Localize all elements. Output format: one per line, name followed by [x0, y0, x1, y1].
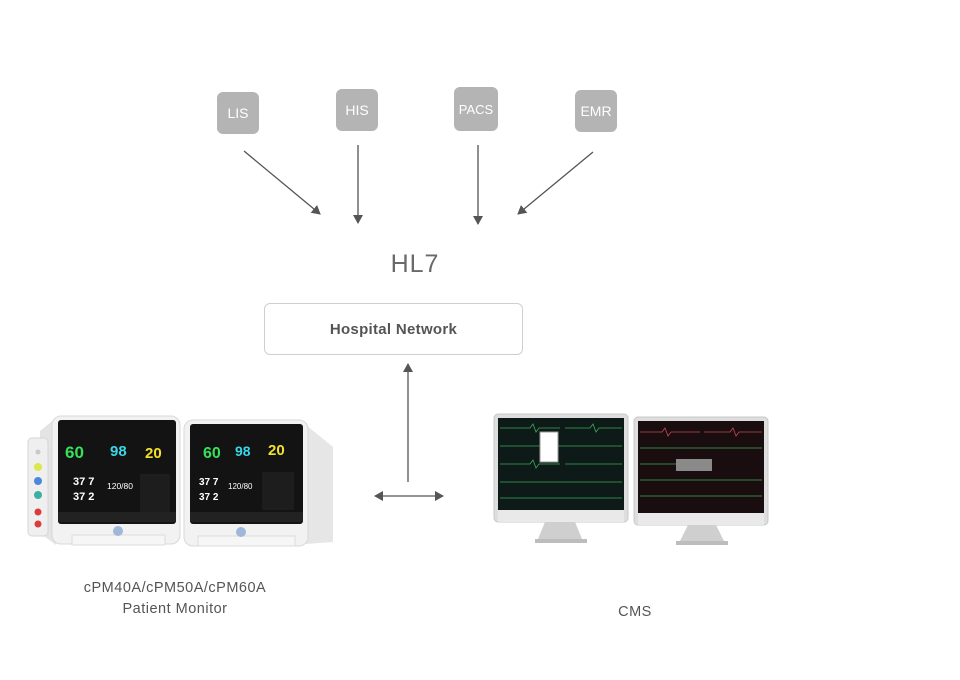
emr-box: EMR: [575, 90, 617, 132]
monitor-models-label: cPM40A/cPM50A/cPM60A: [83, 580, 267, 596]
monitor2-temp1-value: 37 7: [199, 477, 219, 488]
monitor1-spo2-value: 98: [110, 443, 127, 460]
monitor1-temp1-value: 37 7: [73, 476, 94, 488]
monitor-name-label: Patient Monitor: [122, 601, 228, 617]
lis-box: LIS: [217, 92, 259, 134]
hl7-label: HL7: [390, 250, 440, 278]
monitor2-spo2-value: 98: [235, 443, 251, 459]
monitor1-resp-value: 20: [145, 445, 162, 462]
arrow-lis-to-hl7: [243, 150, 321, 215]
arrow-emr-to-hl7: [517, 151, 594, 215]
monitor1-temp2-value: 37 2: [73, 491, 94, 503]
monitor2-nibp-value: 120/80: [228, 482, 253, 491]
monitor1-nibp-value: 120/80: [107, 481, 133, 491]
his-box: HIS: [336, 89, 378, 131]
monitor1-hr-value: 60: [65, 443, 84, 462]
pacs-box: PACS: [454, 87, 498, 131]
monitor2-resp-value: 20: [268, 442, 285, 459]
patient-monitor-2: 60 98 20 37 7 37 2 120/80: [183, 419, 333, 547]
monitor2-temp2-value: 37 2: [199, 492, 219, 503]
cms-caption: CMS: [618, 604, 652, 620]
patient-monitor-1: 60 98 20 37 7 37 2 120/80: [27, 415, 181, 546]
hospital-network-box: Hospital Network: [264, 303, 523, 355]
patient-monitor-caption: cPM40A/cPM50A/cPM60A Patient Monitor: [60, 578, 290, 620]
monitor2-hr-value: 60: [203, 445, 221, 462]
cms-monitor-1: [493, 413, 629, 543]
cms-monitor-2: [633, 416, 769, 545]
